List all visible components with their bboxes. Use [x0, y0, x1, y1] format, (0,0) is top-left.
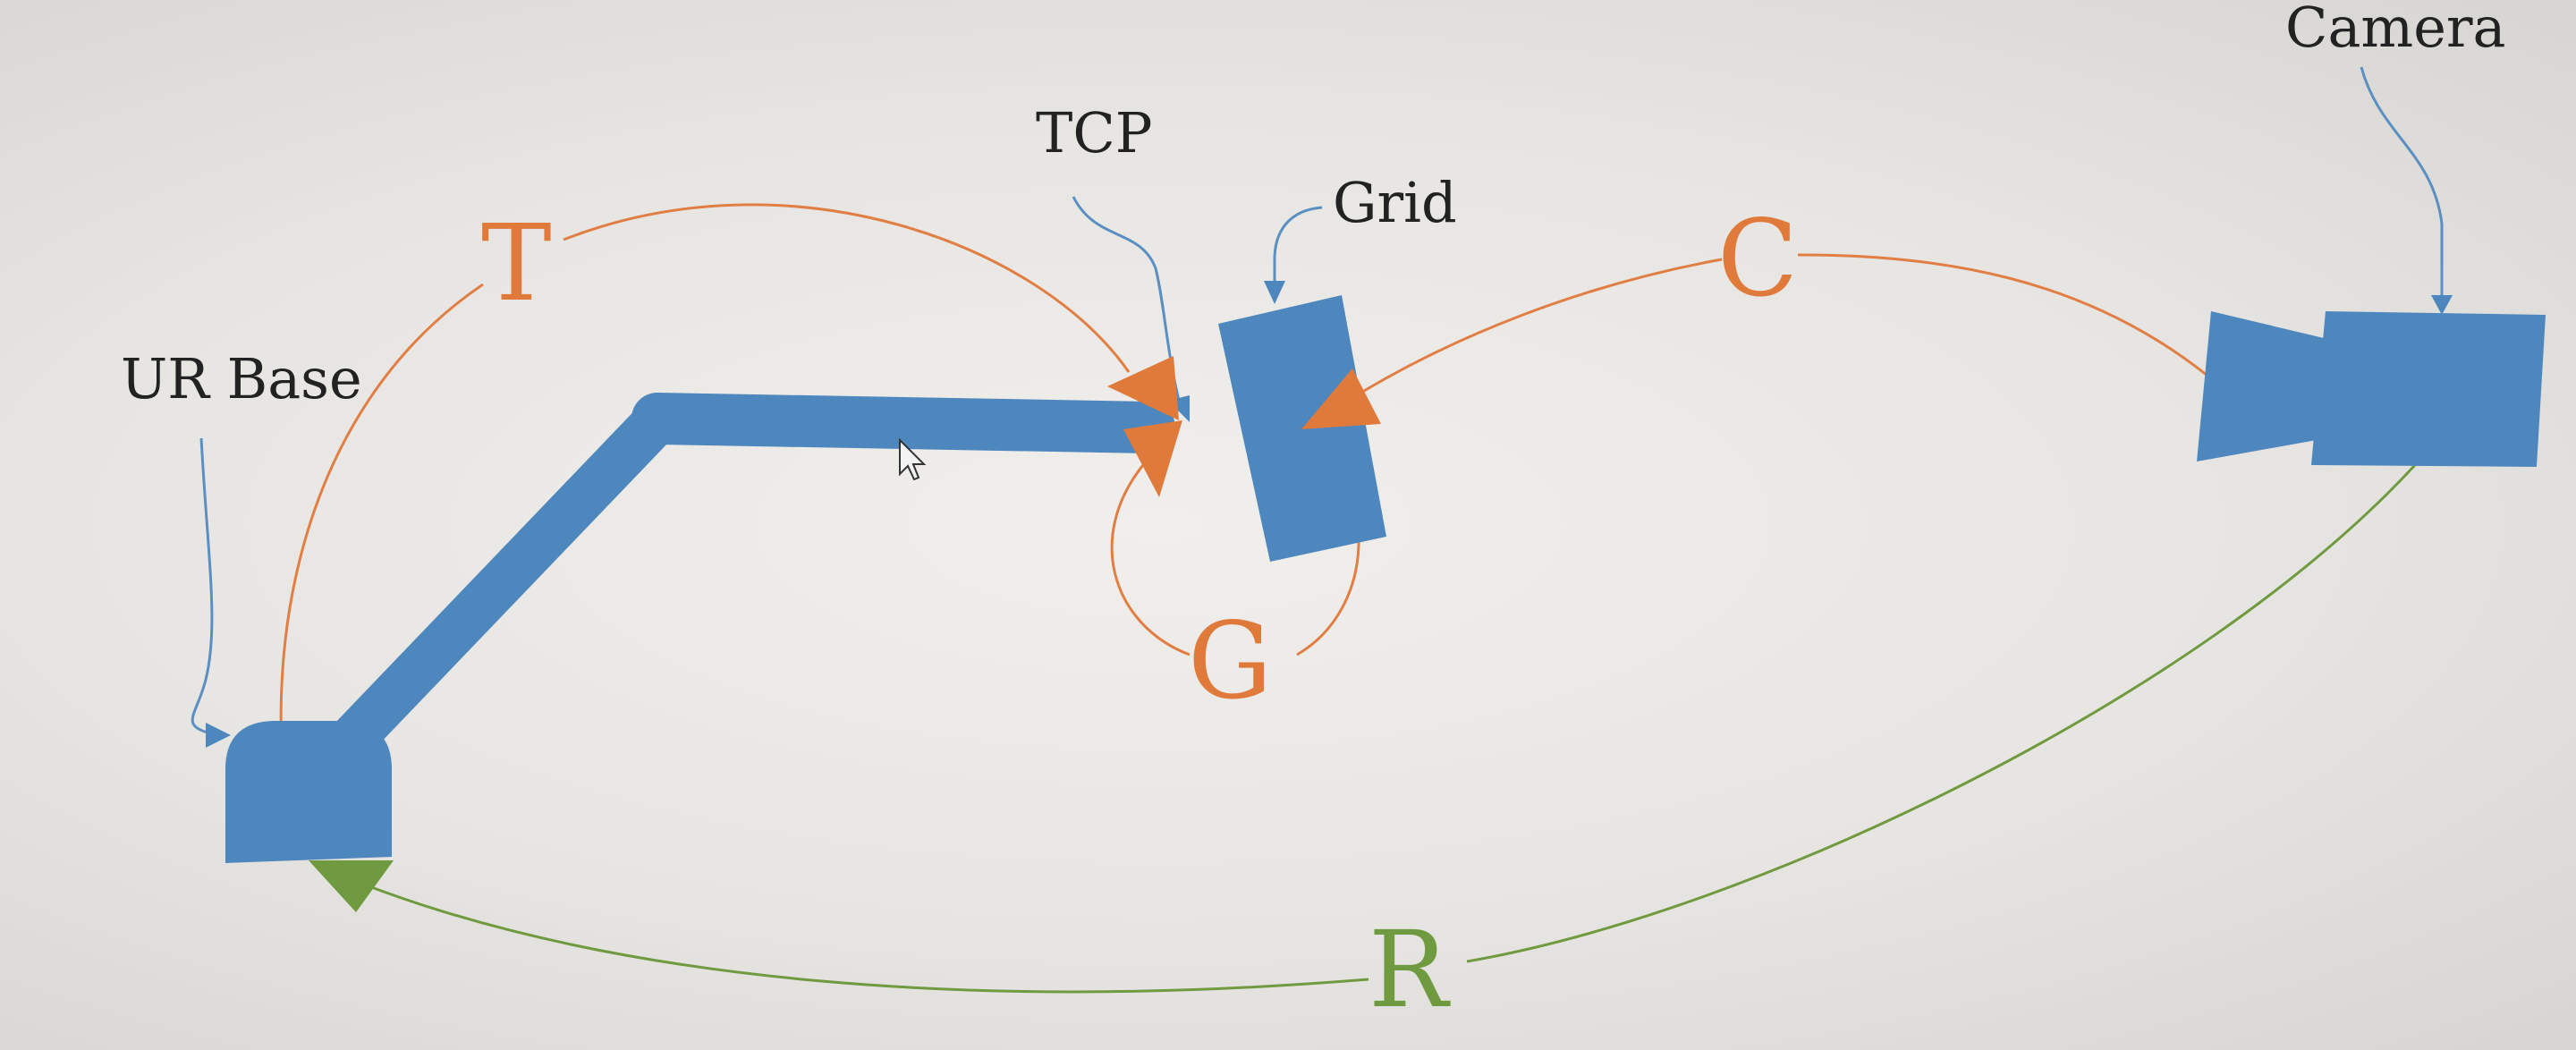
t-arrowhead	[1107, 356, 1179, 420]
transform-c-label: C	[1717, 197, 1798, 320]
transform-g-label: G	[1188, 599, 1272, 723]
grid-pointer-arrowhead	[1264, 281, 1285, 304]
grid-label: Grid	[1333, 170, 1457, 235]
transform-t-label: T	[481, 201, 552, 325]
camera-lens	[2197, 311, 2324, 461]
c-arrowhead	[1301, 368, 1381, 429]
r-arrowhead	[309, 860, 394, 912]
arc-t-right	[563, 203, 1131, 373]
ur-base-label: UR Base	[121, 346, 362, 411]
transform-r-label: R	[1368, 908, 1451, 1031]
arc-g-left	[1110, 460, 1191, 656]
mouse-cursor-icon	[899, 437, 927, 481]
arc-c-left	[1359, 258, 1723, 395]
urbase-pointer	[191, 437, 214, 735]
camera-body	[2311, 311, 2546, 467]
grid-pointer	[1273, 206, 1323, 284]
tcp-label: TCP	[1036, 100, 1153, 165]
g-arrowhead	[1123, 420, 1182, 497]
arc-r-right	[1466, 463, 2417, 963]
camera-pointer-arrowhead	[2431, 295, 2453, 315]
camera-pointer	[2360, 66, 2444, 300]
ur-base-block	[225, 721, 392, 863]
robot-arm-link-upper	[631, 393, 1175, 453]
camera-label: Camera	[2285, 0, 2506, 60]
robot-arm-link-lower	[321, 397, 681, 770]
arc-r-left	[366, 884, 1369, 994]
urbase-pointer-arrowhead	[206, 723, 231, 748]
arc-c-right	[1797, 253, 2208, 377]
